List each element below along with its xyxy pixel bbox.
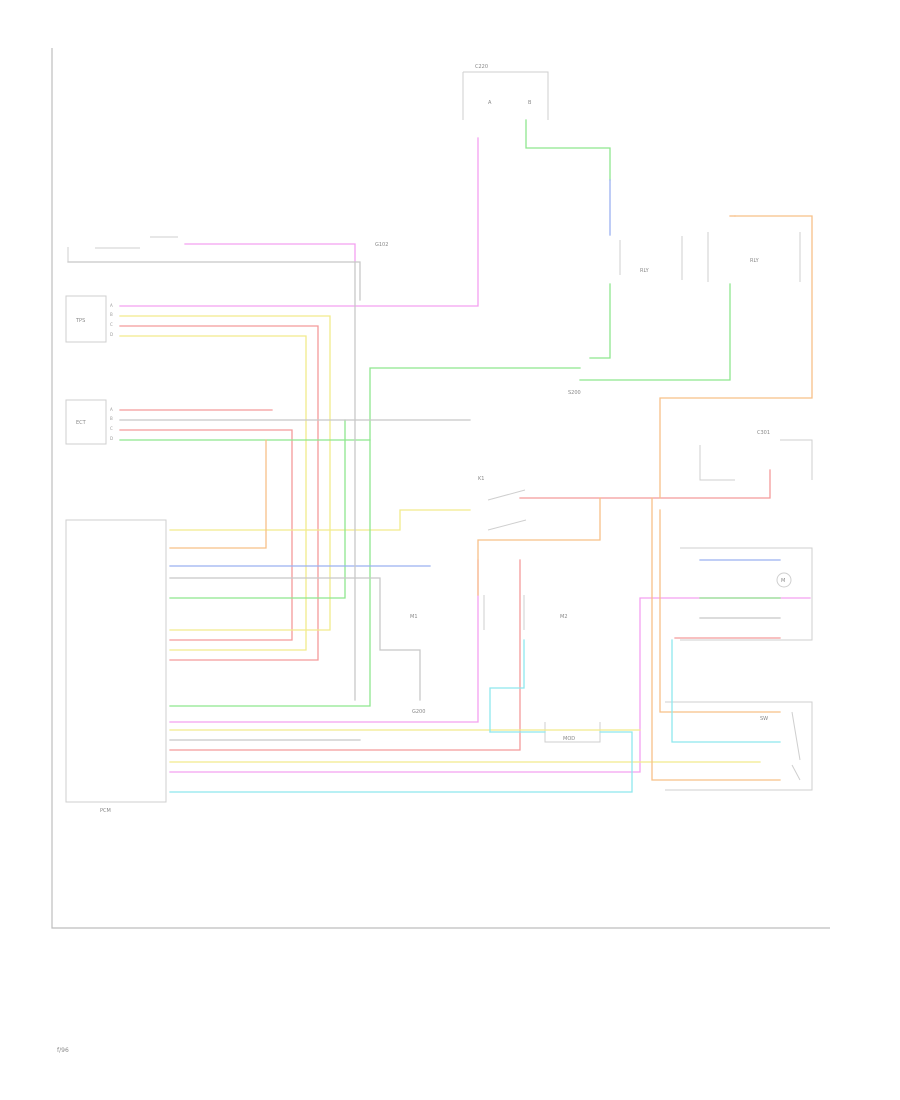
center-actuators: M1 M2: [410, 595, 568, 630]
ect-sensor-label: ECT: [76, 420, 87, 426]
pcm-ground-label: S200: [568, 390, 581, 396]
pcm-label: PCM: [100, 808, 111, 814]
throttle-sensor: TPS: [65, 295, 107, 343]
center-relay: K1: [478, 476, 527, 531]
svg-text:C: C: [110, 322, 113, 327]
svg-text:D: D: [110, 332, 113, 337]
pin-labels: A B C D A B C D: [110, 303, 113, 441]
page-number: f/96: [57, 1047, 69, 1054]
top-pin-b: B: [528, 100, 532, 106]
svg-text:B: B: [110, 416, 113, 421]
right-connector-label: C301: [757, 430, 770, 436]
throttle-sensor-label: TPS: [75, 318, 85, 324]
wires: [67, 119, 813, 793]
left-top-ground-label: G102: [375, 242, 388, 248]
center-module-label: MOD: [563, 736, 575, 742]
diagram-frame: [51, 48, 830, 929]
svg-text:A: A: [110, 407, 113, 412]
svg-text:A: A: [110, 303, 113, 308]
center-relay-label: K1: [478, 476, 484, 482]
right-mid-motor-label: M: [781, 578, 785, 584]
pcm-module: PCM: [65, 519, 167, 814]
svg-text:C: C: [110, 426, 113, 431]
right-lower-switch: SW: [665, 701, 813, 791]
top-pin-a: A: [488, 100, 492, 106]
right-top-relay-label: RLY: [750, 258, 760, 264]
top-connector-label: C220: [475, 64, 488, 70]
center-actuator-left-label: M1: [410, 614, 418, 620]
svg-text:D: D: [110, 436, 113, 441]
right-connector: C301: [699, 430, 813, 481]
svg-text:B: B: [110, 312, 113, 317]
center-module: MOD: [544, 722, 601, 743]
center-actuator-right-label: M2: [560, 614, 568, 620]
left-top-switch: G102: [67, 236, 388, 263]
right-mid-motor: M: [680, 547, 813, 641]
center-right-relay: RLY: [619, 236, 683, 280]
right-lower-switch-label: SW: [760, 716, 768, 722]
ect-sensor: ECT: [65, 399, 107, 445]
right-top-relay: RLY: [707, 232, 801, 282]
left-mid-relay-label: RLY: [640, 268, 650, 274]
top-connector: C220 A B: [462, 64, 549, 120]
lower-ground-label: G200: [412, 709, 425, 715]
